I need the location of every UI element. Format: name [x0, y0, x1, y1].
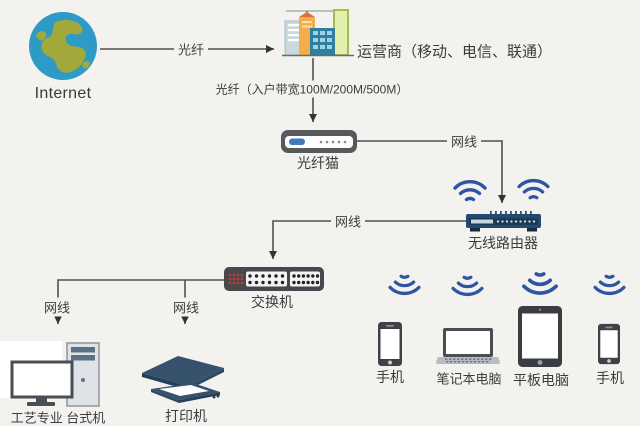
laptop-label: 笔记本电脑: [436, 371, 502, 387]
edge-router-switch: [269, 220, 466, 259]
switch-label: 交换机: [251, 294, 293, 310]
phone-2-label: 手机: [596, 370, 624, 386]
tablet-label: 平板电脑: [513, 372, 569, 388]
wireless-router-icon: [466, 211, 541, 232]
edge-label-cable-4: 网线: [168, 297, 204, 317]
wifi-signal-icon: [452, 178, 488, 205]
laptop-icon: [436, 328, 500, 366]
internet-label: Internet: [34, 85, 92, 102]
fiber-modem-icon: [281, 130, 357, 153]
wifi-signal-icon: [449, 272, 486, 298]
edge-modem-router: [357, 140, 506, 203]
desktop-label: 工艺专业 台式机: [10, 410, 106, 426]
smartphone-icon: [378, 322, 402, 366]
printer-icon: [142, 356, 226, 406]
desktop-pc-icon: [10, 342, 106, 408]
edge-label-cable-1: 网线: [446, 131, 482, 151]
edge-label-cable-2: 网线: [330, 211, 366, 231]
edge-label-cable-3: 网线: [39, 297, 75, 317]
bottom-white-strip: [0, 426, 640, 432]
wifi-signal-icon: [386, 271, 423, 297]
ethernet-switch-icon: [224, 267, 324, 292]
tablet-icon: [518, 306, 562, 367]
router-label: 无线路由器: [468, 235, 538, 251]
wifi-signal-icon: [519, 268, 561, 297]
smartphone-icon: [598, 323, 620, 365]
printer-label: 打印机: [165, 408, 207, 424]
phone-1-label: 手机: [376, 369, 404, 385]
wifi-signal-icon: [516, 177, 551, 203]
isp-label: 运营商（移动、电信、联通）: [357, 43, 553, 61]
globe-icon: [28, 11, 98, 81]
edge-label-fiber-bandwidth: 光纤（入户带宽100M/200M/500M）: [211, 80, 413, 98]
modem-label: 光纤猫: [297, 155, 339, 171]
edge-label-fiber: 光纤: [173, 39, 209, 59]
buildings-icon: [282, 8, 354, 57]
wifi-signal-icon: [591, 271, 628, 297]
